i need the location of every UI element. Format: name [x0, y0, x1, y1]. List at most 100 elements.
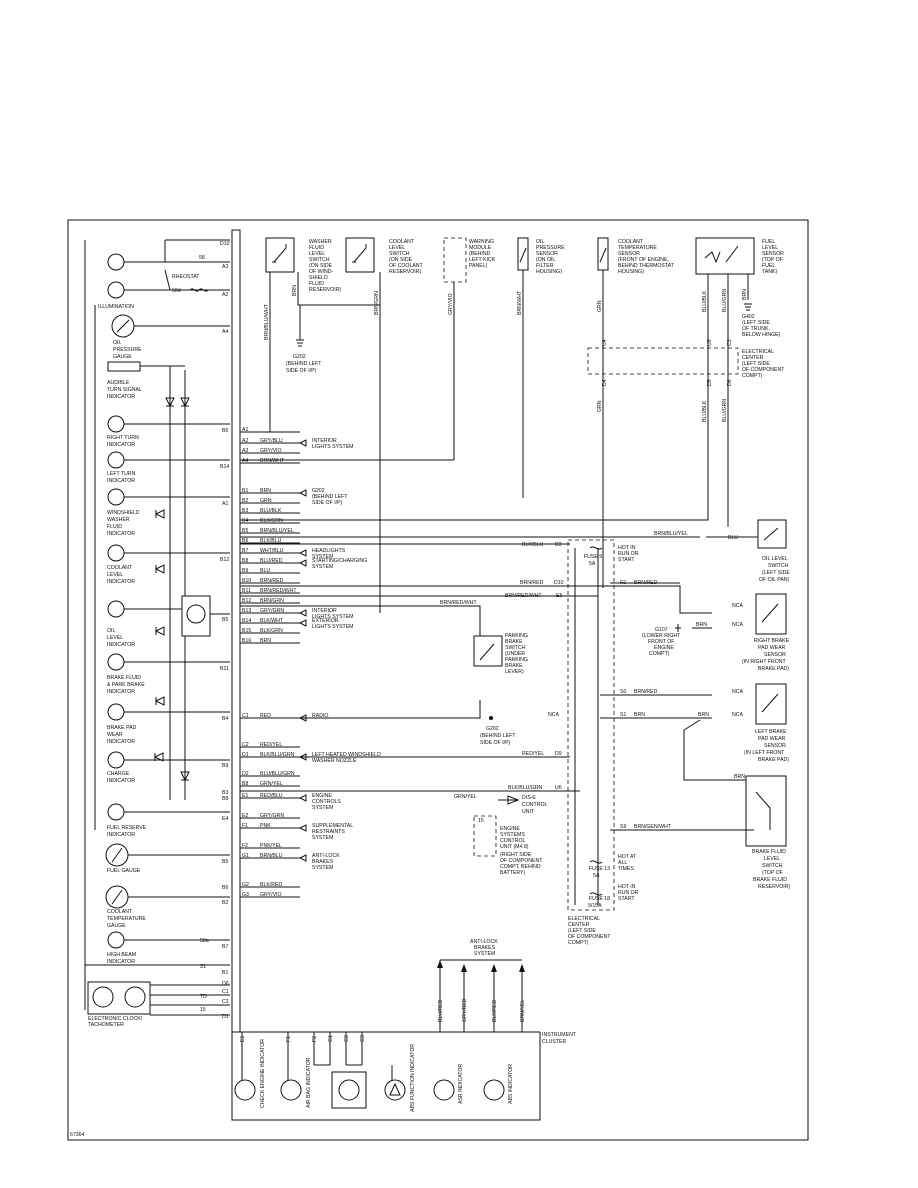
conn-pin-30: G2 — [242, 882, 249, 888]
vw-6: GRN — [597, 300, 603, 312]
conn-line-11 — [240, 559, 307, 567]
rw-2: BLK/BLU — [522, 542, 544, 548]
park-6: BRAKE — [505, 663, 523, 669]
conn-pin-31: G3 — [242, 892, 249, 898]
instrument-cluster-box — [231, 229, 241, 1033]
conn-pin-2: A3 — [242, 448, 248, 454]
g202-mid-1: G202 — [486, 726, 499, 732]
label-oil-sensor-3: SENSOR — [536, 251, 558, 257]
fuse18-amp: 5/15A — [588, 903, 602, 909]
bf-switch-6: RESERVOIR) — [758, 884, 790, 890]
pin-l11: B11 — [220, 666, 229, 672]
conn-dest-29-1: BRAKES — [312, 859, 334, 865]
conn-dest-11-1: SYSTEM — [312, 564, 333, 570]
conn-dest-22-0: LEFT HEATED WINDSHIELD — [312, 752, 381, 758]
rw-26: GRN/YEL — [454, 794, 477, 800]
bp-g2: G2 — [344, 1035, 350, 1042]
label-oil-sensor-1: OIL — [536, 239, 544, 245]
vw-1: BRN/BLU/WHT — [264, 303, 270, 340]
conn-line-29 — [240, 854, 307, 862]
conn-pin-14: B11 — [242, 588, 251, 594]
rw-28: S9 — [620, 824, 626, 830]
ec-pin-d5: D5 — [707, 379, 713, 386]
conn-dest-17-1: LIGHTS SYSTEM — [312, 624, 354, 630]
park-4: (UNDER — [505, 651, 525, 657]
label-washer-1: WINDSHIELD — [107, 510, 140, 516]
conn-line-27 — [240, 824, 307, 832]
ecu-6: OF COMPONENT — [500, 858, 543, 864]
fuse13-amp: 5A — [593, 873, 600, 879]
conn-pin-25: E1 — [242, 793, 248, 799]
cluster-label-1: INSTRUMENT — [542, 1032, 577, 1038]
pin-l12: B4 — [222, 716, 228, 722]
label-washer-switch-2: FLUID — [309, 245, 324, 251]
fuse9-n3: START — [618, 557, 635, 563]
label-coolant-switch-4: (ON SIDE — [389, 257, 413, 263]
ecu-4: UNIT (M4.8) — [500, 844, 529, 850]
ec-bot-2: CENTER — [568, 922, 590, 928]
conn-pin-16: B13 — [242, 608, 251, 614]
bc-airbag: AIR BAG INDICATOR — [306, 1057, 312, 1108]
vw-9: BRN — [742, 289, 748, 300]
dise-3: UNIT — [522, 809, 535, 815]
ec-pin-u4: U4 — [602, 339, 608, 346]
conn-wire-7: BLK/GRN — [260, 518, 283, 524]
pin-l21: B7 — [222, 944, 228, 950]
bottom-components: E1 F1 F2 G1 G2 G3 CHECK ENGINE INDICATOR… — [234, 1032, 514, 1112]
abs-w4: BRN/YEL — [520, 1000, 526, 1022]
ec-top-4: OF COMPONENT — [742, 367, 785, 373]
label-clock-2: TACHOMETER — [88, 1022, 124, 1028]
label-washer-switch-8: FLUID — [309, 281, 324, 287]
rw-23: D9 — [555, 751, 562, 757]
lb-pad-3: SENSOR — [764, 743, 786, 749]
label-audible-3: INDICATOR — [107, 394, 135, 400]
pin-l7: B14 — [220, 464, 229, 470]
fuse13-n2: ALL — [618, 860, 627, 866]
conn-pin-12: B9 — [242, 568, 248, 574]
label-warning-3: (BEHIND — [469, 251, 491, 257]
conn-wire-4: BRN — [260, 488, 271, 494]
label-brake-fluid-3: INDICATOR — [107, 689, 135, 695]
label-oil-sensor-6: HOUSING) — [536, 269, 562, 275]
bf-switch-2: LEVEL — [764, 856, 780, 862]
label-coolant-switch-2: LEVEL — [389, 245, 405, 251]
conn-dest-25-1: CONTROLS — [312, 799, 341, 805]
bc-abs: ABS INDICATOR — [508, 1064, 514, 1104]
bc-malfunction: ABS FUNCTION INDICATOR — [410, 1044, 416, 1112]
conn-pin-13: B10 — [242, 578, 251, 584]
label-coolant-level-1: COOLANT — [107, 565, 133, 571]
pin-l2: A3 — [222, 264, 228, 270]
rw-22: RED/YEL — [522, 751, 544, 757]
fuse18-name: FUSE 18 — [589, 896, 610, 902]
conn-pin-17: B14 — [242, 618, 251, 624]
ec-pin-d6: D6 — [727, 379, 733, 386]
label-oil-level-3: INDICATOR — [107, 642, 135, 648]
conn-dest-25-0: ENGINE — [312, 793, 332, 799]
cluster-label-2: CLUSTER — [542, 1039, 566, 1045]
conn-dest-10-1: SYSTEM — [312, 554, 333, 560]
rw-24: BLK/BLU/GRN — [508, 785, 543, 791]
conn-pin-7: B4 — [242, 518, 248, 524]
conn-wire-11: BLU/RED — [260, 558, 283, 564]
conn-pin-11: B8 — [242, 558, 248, 564]
left-pins: D10 58 A3 58d A2 A4 B6 B14 A1 B12 B5 B11… — [172, 241, 230, 1020]
vw-4: GRY/VIO — [448, 293, 454, 315]
conn-pin-18: B15 — [242, 628, 251, 634]
label-left-turn-2: INDICATOR — [107, 478, 135, 484]
pin-l13: B9 — [222, 763, 228, 769]
rw-15: BRN/RED — [634, 689, 658, 695]
rw-9: BRN/RED — [634, 580, 658, 586]
g107-1: G107 — [655, 627, 668, 633]
conn-line-1 — [240, 439, 307, 447]
label-audible-1: AUDIBLE — [107, 380, 130, 386]
conn-dest-17-0: EXTERIOR — [312, 618, 339, 624]
label-audible-2: TURN SIGNAL — [107, 387, 142, 393]
conn-dest-16-0: INTERIOR — [312, 608, 337, 614]
label-fuel-sensor-6: TANK) — [762, 269, 777, 275]
ecu-2: SYSTEMS — [500, 832, 525, 838]
rw-4: BRN/RED — [520, 580, 544, 586]
pin-l0: D10 — [220, 241, 230, 247]
conn-wire-15: BRN/GRN — [260, 598, 284, 604]
rw-3: D3 — [555, 542, 562, 548]
rw-27: 15 — [478, 818, 484, 824]
